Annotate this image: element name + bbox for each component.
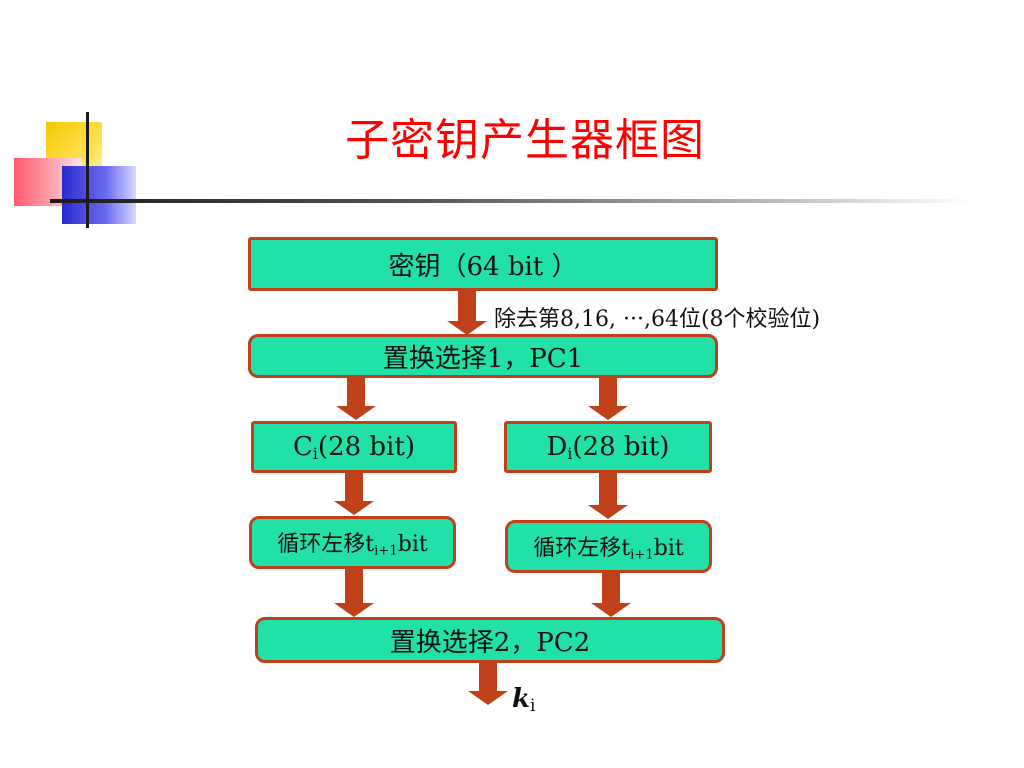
output-subkey-label: ki	[512, 684, 536, 716]
left-shift-c-label: 循环左移ti+1bit	[277, 532, 428, 559]
decor-blue-square	[62, 166, 136, 224]
left-shift-d-box: 循环左移ti+1bit	[505, 520, 712, 573]
arrow-pc1-to-d	[588, 378, 628, 420]
arrow-key-to-pc1	[447, 291, 487, 335]
drop-parity-note: 除去第8,16, ···,64位(8个校验位)	[494, 307, 821, 332]
arrow-d-to-shift	[588, 473, 628, 519]
arrow-pc2-to-output	[468, 663, 508, 707]
left-shift-d-label: 循环左移ti+1bit	[533, 536, 684, 563]
decor-vertical-line	[86, 112, 89, 228]
d-register-label: Di(28 bit)	[546, 431, 670, 463]
arrow-c-to-shift	[334, 473, 374, 515]
c-register-label: Ci(28 bit)	[293, 431, 415, 463]
title-underline	[50, 199, 970, 203]
pc1-box-label: 置换选择1，PC1	[382, 343, 584, 374]
key-box: 密钥（64 bit ）	[248, 237, 718, 291]
left-shift-c-box: 循环左移ti+1bit	[249, 516, 456, 569]
arrow-shift-c-to-pc2	[334, 569, 374, 617]
slide-title: 子密钥产生器框图	[345, 115, 705, 166]
pc2-box-label: 置换选择2，PC2	[389, 627, 591, 658]
d-register-box: Di(28 bit)	[504, 421, 712, 473]
arrow-shift-d-to-pc2	[591, 573, 631, 617]
arrow-pc1-to-c	[336, 378, 376, 420]
key-box-label: 密钥（64 bit ）	[388, 251, 578, 282]
c-register-box: Ci(28 bit)	[251, 421, 457, 473]
pc2-box: 置换选择2，PC2	[255, 617, 725, 663]
pc1-box: 置换选择1，PC1	[248, 334, 718, 378]
